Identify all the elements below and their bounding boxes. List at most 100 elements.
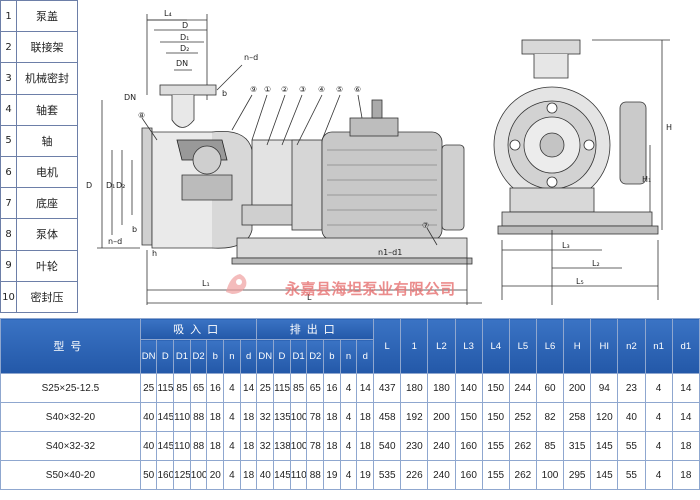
label-h1-front: H₁ [642, 175, 651, 184]
part-name: 密封压 [30, 291, 64, 305]
value-cell: 535 [373, 460, 402, 490]
value-cell: 115 [156, 373, 175, 403]
part-number: 5 [1, 125, 17, 156]
label-l5-front: L₅ [576, 277, 584, 286]
header-L3: L3 [454, 318, 483, 374]
value-cell: 145 [590, 431, 619, 461]
value-cell: 240 [427, 431, 456, 461]
header-H: H [563, 318, 592, 374]
value-cell: 200 [427, 402, 456, 432]
subheader-cell: D [273, 339, 291, 374]
value-cell: 32 [256, 431, 275, 461]
value-cell: 135 [273, 402, 291, 432]
label-b-left: b [132, 225, 137, 234]
value-cell: 100 [289, 402, 308, 432]
value-cell: 4 [223, 431, 241, 461]
value-cell: 88 [189, 431, 208, 461]
value-cell: 85 [535, 431, 565, 461]
value-cell: 82 [535, 402, 565, 432]
label-l3-front: L₃ [562, 241, 570, 250]
label-callout-3: ③ [299, 85, 306, 94]
value-cell: 100 [289, 431, 308, 461]
part-name: 叶轮 [36, 259, 58, 273]
header-1: 1 [400, 318, 429, 374]
value-cell: 110 [173, 402, 191, 432]
label-h-front: H [666, 123, 672, 132]
value-cell: 16 [323, 373, 341, 403]
value-cell: 458 [373, 402, 402, 432]
label-callout-4: ④ [318, 85, 325, 94]
label-d1-top: D₁ [180, 33, 189, 42]
label-callout-6: ⑥ [354, 85, 361, 94]
subheader-cell: D1 [173, 339, 191, 374]
header-model: 型号 [0, 318, 141, 374]
value-cell: 180 [427, 373, 456, 403]
label-d1-left: D₁ [106, 181, 115, 190]
value-cell: 65 [306, 373, 325, 403]
value-cell: 32 [256, 402, 275, 432]
value-cell: 4 [339, 460, 358, 490]
model-cell: S40×32-20 [0, 402, 141, 432]
value-cell: 23 [617, 373, 646, 403]
value-cell: 315 [563, 431, 592, 461]
label-l4: L₄ [164, 9, 172, 18]
label-b-top: b [222, 89, 227, 98]
part-number: 8 [1, 219, 17, 250]
value-cell: 18 [323, 402, 341, 432]
label-callout-2: ② [281, 85, 288, 94]
header-L2: L2 [427, 318, 456, 374]
value-cell: 540 [373, 431, 402, 461]
value-cell: 145 [156, 402, 175, 432]
header-L: L [373, 318, 402, 374]
subheader-cell: b [323, 339, 341, 374]
label-l: L [307, 293, 312, 302]
value-cell: 18 [206, 431, 225, 461]
header-discharge: 排出口 [256, 318, 375, 340]
value-cell: 18 [239, 431, 258, 461]
value-cell: 16 [206, 373, 225, 403]
part-number: 2 [1, 32, 17, 63]
value-cell: 240 [427, 460, 456, 490]
header-L4: L4 [481, 318, 510, 374]
value-cell: 60 [535, 373, 565, 403]
label-dn-left: DN [124, 93, 136, 102]
label-callout-5: ⑤ [336, 85, 343, 94]
subheader-cell: D [156, 339, 175, 374]
value-cell: 145 [273, 460, 291, 490]
value-cell: 85 [173, 373, 191, 403]
value-cell: 4 [644, 402, 673, 432]
value-cell: 18 [239, 460, 258, 490]
value-cell: 110 [173, 431, 191, 461]
value-cell: 4 [339, 402, 358, 432]
subheader-cell: D2 [306, 339, 325, 374]
label-l2-front: L₂ [592, 259, 600, 268]
value-cell: 192 [400, 402, 429, 432]
value-cell: 230 [400, 431, 429, 461]
value-cell: 18 [239, 402, 258, 432]
header-d1: d1 [671, 318, 700, 374]
subheader-cell: d [239, 339, 258, 374]
value-cell: 150 [481, 373, 510, 403]
value-cell: 4 [223, 460, 241, 490]
value-cell: 120 [590, 402, 619, 432]
part-number: 1 [1, 1, 17, 32]
header-L6: L6 [535, 318, 565, 374]
value-cell: 4 [339, 373, 358, 403]
value-cell: 138 [273, 431, 291, 461]
value-cell: 20 [206, 460, 225, 490]
model-cell: S40×32-32 [0, 431, 141, 461]
label-callout-1: ① [264, 85, 271, 94]
value-cell: 88 [189, 402, 208, 432]
value-cell: 4 [223, 373, 241, 403]
part-number: 3 [1, 63, 17, 94]
value-cell: 115 [273, 373, 291, 403]
